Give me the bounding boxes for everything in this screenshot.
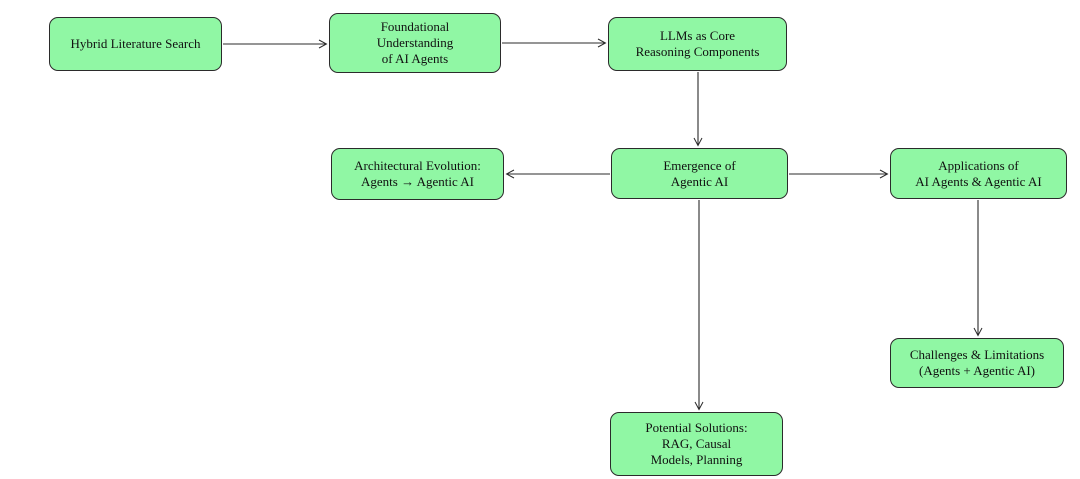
node-label-line: RAG, Causal — [661, 436, 732, 451]
node-label-line: of AI Agents — [381, 51, 449, 66]
node-label-line: (Agents + Agentic AI) — [918, 363, 1035, 378]
node-label-line: AI Agents & Agentic AI — [915, 173, 1042, 189]
node-label-line: Architectural Evolution: — [354, 158, 481, 173]
node-challenges-limitations: Challenges & Limitations (Agents + Agent… — [890, 338, 1064, 388]
node-hybrid-literature-search: Hybrid Literature Search — [49, 17, 222, 71]
node-applications: Applications of AI Agents & Agentic AI — [890, 148, 1067, 199]
node-emergence-agentic-ai: Emergence of Agentic AI — [611, 148, 788, 199]
node-label-line: Agentic AI — [670, 173, 729, 189]
node-label-line: LLMs as Core — [659, 28, 736, 43]
node-potential-solutions: Potential Solutions: RAG, Causal Models,… — [610, 412, 783, 476]
node-architectural-evolution: Architectural Evolution: Agents → Agenti… — [331, 148, 504, 200]
node-label-line: Models, Planning — [650, 452, 743, 467]
node-label-line: Agents → Agentic AI — [360, 174, 474, 189]
node-label-line: Reasoning Components — [635, 44, 760, 59]
node-label-line: Understanding — [376, 35, 454, 50]
node-label-line: Potential Solutions: — [645, 420, 748, 435]
node-label-line: Emergence of — [663, 157, 736, 173]
node-label-line: Foundational — [380, 19, 450, 34]
node-llms-core-reasoning: LLMs as Core Reasoning Components — [608, 17, 787, 71]
node-foundational-understanding: Foundational Understanding of AI Agents — [329, 13, 501, 73]
node-label-line: Hybrid Literature Search — [70, 36, 201, 51]
node-label-line: Challenges & Limitations — [909, 347, 1045, 362]
node-label-line: Applications of — [938, 157, 1019, 173]
